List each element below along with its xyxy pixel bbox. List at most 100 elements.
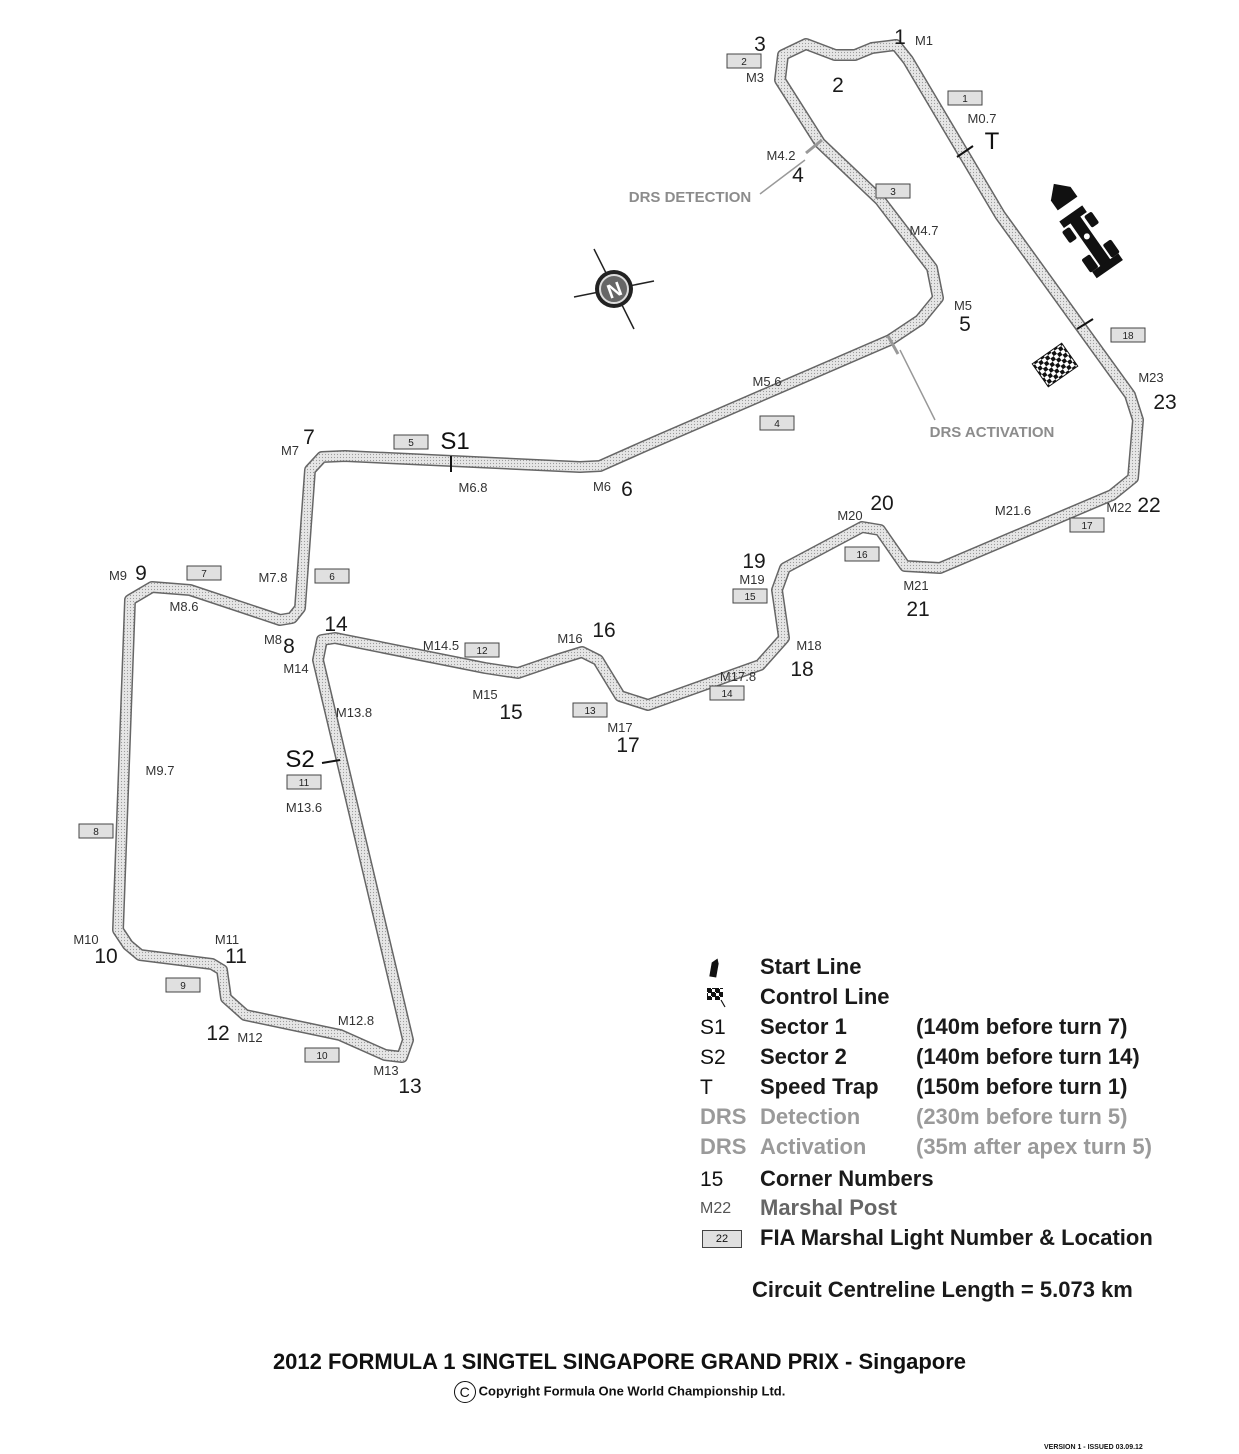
- marshal-post: M6: [593, 479, 611, 494]
- marshal-post: M10: [73, 932, 98, 947]
- corner-number: 20: [870, 492, 893, 515]
- marshal-light: 15: [732, 588, 768, 604]
- marshal-light-box: [186, 565, 222, 581]
- marshal-post: M22: [1106, 500, 1131, 515]
- page-title: 2012 FORMULA 1 SINGTEL SINGAPORE GRAND P…: [272, 1349, 967, 1374]
- marshal-light-number: 18: [1122, 331, 1134, 342]
- marshal-post: M14: [283, 661, 308, 676]
- corner-number: 5: [959, 313, 971, 336]
- corner-number: 8: [283, 635, 295, 658]
- marshal-post: M7.8: [259, 570, 288, 585]
- marshal-light-box: [875, 183, 911, 199]
- marshal-light-number: 7: [201, 569, 207, 580]
- corner-number: 13: [398, 1075, 421, 1098]
- corner-number: 2: [832, 74, 844, 97]
- drs-detection-leader: [759, 159, 806, 195]
- legend-symbol: DRS: [700, 1134, 747, 1159]
- legend-symbol: T: [700, 1076, 713, 1099]
- marshal-post: M6.8: [459, 480, 488, 495]
- marshal-light: 4: [759, 415, 795, 431]
- car-icon: [1059, 205, 1123, 279]
- marshal-post: M21.6: [995, 503, 1031, 518]
- marshal-light: 14: [709, 685, 745, 701]
- marshal-post: M8: [264, 632, 282, 647]
- marshal-post: M20: [837, 508, 862, 523]
- legend-detail: (140m before turn 7): [916, 1014, 1128, 1039]
- sector-mark: T: [985, 128, 1000, 155]
- corner-number: 12: [206, 1022, 229, 1045]
- marshal-post: M21: [903, 578, 928, 593]
- marshal-light-box: [726, 53, 762, 69]
- marshal-light: 18: [1110, 327, 1146, 343]
- corner-number: 16: [592, 619, 615, 642]
- marshal-light-number: 17: [1081, 521, 1093, 532]
- legend-label: Activation: [760, 1134, 867, 1159]
- marshal-light-number: 1: [962, 94, 968, 105]
- legend-detail: (230m before turn 5): [916, 1104, 1128, 1129]
- corner-number: 10: [94, 945, 117, 968]
- marshal-light: 11: [286, 774, 322, 790]
- marshal-light-box: [947, 90, 983, 106]
- marshal-light: 13: [572, 702, 608, 718]
- corner-number: 3: [754, 33, 766, 56]
- marshal-light-box: [572, 702, 608, 718]
- marshal-post: M7: [281, 443, 299, 458]
- drs-labels: DRS DETECTION DRS ACTIVATION: [629, 189, 1055, 441]
- legend-symbol: DRS: [700, 1104, 747, 1129]
- marshal-light: 3: [875, 183, 911, 199]
- marshal-post: M19: [739, 572, 764, 587]
- corner-number: 1: [894, 26, 906, 49]
- sector-mark: S1: [440, 428, 469, 455]
- speed-trap-line: [956, 145, 974, 158]
- copyright-text: Copyright Formula One World Championship…: [478, 1383, 786, 1399]
- legend-label: FIA Marshal Light Number & Location: [760, 1225, 1153, 1250]
- control-line-icon: [707, 988, 726, 1008]
- marshal-post: M0.7: [968, 111, 997, 126]
- corner-number: 9: [135, 562, 147, 585]
- marshal-post: M15: [472, 687, 497, 702]
- marshal-light-box: [78, 823, 114, 839]
- marshal-post: M4.7: [910, 223, 939, 238]
- marshal-light: 17: [1069, 517, 1105, 533]
- marshal-post: M17: [607, 720, 632, 735]
- legend-label: Detection: [760, 1104, 861, 1129]
- marshal-post: M8.6: [170, 599, 199, 614]
- sector-mark: S2: [285, 746, 314, 773]
- marshal-light-box: [1069, 517, 1105, 533]
- marshal-post: M5: [954, 298, 972, 313]
- track: [112, 38, 1144, 1063]
- marshal-light: 7: [186, 565, 222, 581]
- marshal-light: 1: [947, 90, 983, 106]
- marshal-post: M1: [915, 33, 933, 48]
- circuit-length: Circuit Centreline Length = 5.073 km: [752, 1277, 1133, 1302]
- marshal-light-number: 2: [741, 57, 747, 68]
- marshal-post: M17.8: [720, 669, 756, 684]
- legend-detail: (35m after apex turn 5): [916, 1134, 1152, 1159]
- corner-number: 4: [792, 164, 804, 187]
- marshal-light-number: 8: [93, 827, 99, 838]
- legend-symbol: S1: [700, 1016, 726, 1039]
- marshal-post: M9: [109, 568, 127, 583]
- marshal-light-number: 3: [890, 187, 896, 198]
- legend-label: Speed Trap: [760, 1074, 879, 1099]
- marshal-post: M12.8: [338, 1013, 374, 1028]
- drs-label: DRS DETECTION: [629, 189, 752, 206]
- compass-icon: N: [573, 248, 655, 330]
- legend-symbol: 22: [702, 1230, 742, 1248]
- legend-detail: (140m before turn 14): [916, 1044, 1140, 1069]
- corner-number: 23: [1153, 391, 1176, 414]
- marshal-light-box: [464, 642, 500, 658]
- timing-lines: [321, 138, 1094, 764]
- drs-label: DRS ACTIVATION: [930, 424, 1055, 441]
- marshal-light: 2: [726, 53, 762, 69]
- marshal-light-box: [759, 415, 795, 431]
- marshal-light: 12: [464, 642, 500, 658]
- marshal-light: 5: [393, 434, 429, 450]
- drs-activation-leader: [899, 349, 936, 421]
- corner-number: 11: [225, 945, 247, 968]
- legend-label: Control Line: [760, 984, 890, 1009]
